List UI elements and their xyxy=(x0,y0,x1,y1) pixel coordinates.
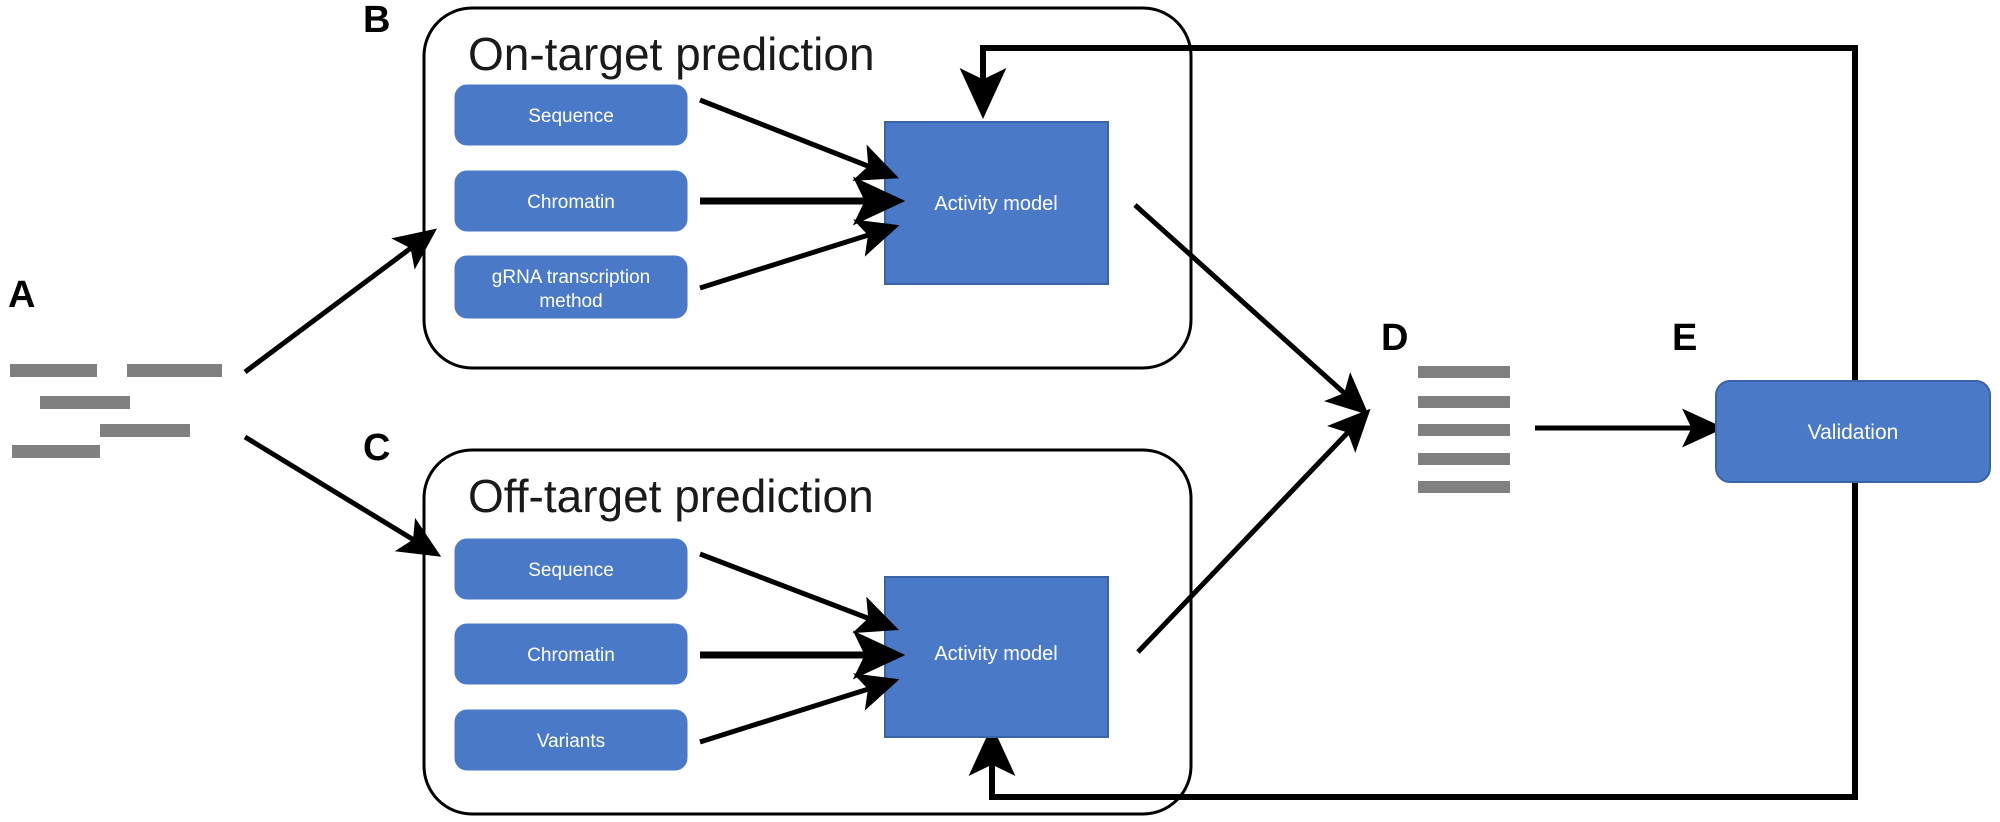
panel-b: B On-target prediction Sequence Chromati… xyxy=(363,0,1193,370)
panel-letter-a: A xyxy=(8,274,35,316)
feature-label: Sequence xyxy=(528,106,614,127)
panel-d: D xyxy=(1381,317,1510,493)
feature-box[interactable] xyxy=(454,538,688,600)
feature-label: Chromatin xyxy=(527,192,615,213)
panel-c-feature-chromatin[interactable]: Chromatin xyxy=(454,623,688,685)
output-bands-group xyxy=(1418,366,1510,493)
validation-label: Validation xyxy=(1808,421,1899,444)
feature-box[interactable] xyxy=(454,170,688,232)
feature-label: Chromatin xyxy=(527,645,615,666)
panel-b-title: On-target prediction xyxy=(468,28,875,80)
feature-box[interactable] xyxy=(454,709,688,771)
panel-b-container xyxy=(422,6,1193,370)
panel-letter-b: B xyxy=(363,0,390,41)
panel-letter-e: E xyxy=(1672,317,1697,359)
read-bar xyxy=(125,364,220,377)
panel-letter-c: C xyxy=(363,427,390,469)
on-target-model-to-output-edge xyxy=(1133,203,1369,416)
feature-label: Sequence xyxy=(528,560,614,581)
validation-feedback-top-edge xyxy=(959,45,1858,382)
panel-b-feature-chromatin[interactable]: Chromatin xyxy=(454,170,688,232)
output-band xyxy=(1418,396,1510,408)
panel-c-feature-variants[interactable]: Variants xyxy=(454,709,688,771)
feature-label-line1: gRNA transcription xyxy=(492,267,650,288)
read-bar xyxy=(100,424,190,437)
output-band xyxy=(1418,366,1510,378)
validation-feedback-bottom-edge xyxy=(968,482,1858,800)
panel-b-activity-model[interactable]: Activity model xyxy=(884,121,1109,285)
grna-to-model-edge xyxy=(699,219,900,291)
reads-to-off-target-edge xyxy=(243,434,442,557)
panel-c: C Off-target prediction Sequence Chromat… xyxy=(363,427,1193,816)
output-band xyxy=(1418,481,1510,493)
variants-to-model-edge xyxy=(699,673,900,745)
panel-b-feature-grna-transcription-method[interactable]: gRNA transcription method xyxy=(454,255,688,319)
validation-node[interactable]: Validation xyxy=(1715,380,1991,483)
panel-c-activity-model[interactable]: Activity model xyxy=(884,576,1109,738)
panel-c-feature-sequence[interactable]: Sequence xyxy=(454,538,688,600)
sequence-to-model-edge xyxy=(699,97,899,181)
panel-c-title: Off-target prediction xyxy=(468,470,874,522)
model-label: Activity model xyxy=(934,643,1057,665)
reads-to-on-target-edge xyxy=(243,228,438,375)
validation-box[interactable] xyxy=(1715,380,1991,483)
feature-label: Variants xyxy=(537,731,605,752)
feature-label-line2: method xyxy=(539,291,602,312)
model-box[interactable] xyxy=(884,121,1109,285)
sequence-to-model-edge xyxy=(699,551,900,634)
read-bar xyxy=(40,396,130,409)
panel-letter-d: D xyxy=(1381,317,1408,359)
panel-e: E Validation xyxy=(1672,317,1991,483)
model-label: Activity model xyxy=(934,193,1057,215)
output-band xyxy=(1418,424,1510,436)
panel-c-container xyxy=(422,448,1193,816)
read-gap xyxy=(97,361,127,380)
feature-box[interactable] xyxy=(454,255,688,319)
read-bar xyxy=(12,445,100,458)
feature-box[interactable] xyxy=(454,623,688,685)
model-box[interactable] xyxy=(884,576,1109,738)
off-target-model-to-output-edge xyxy=(1136,408,1371,654)
panel-b-feature-sequence[interactable]: Sequence xyxy=(454,84,688,146)
feature-box[interactable] xyxy=(454,84,688,146)
output-band xyxy=(1418,453,1510,465)
